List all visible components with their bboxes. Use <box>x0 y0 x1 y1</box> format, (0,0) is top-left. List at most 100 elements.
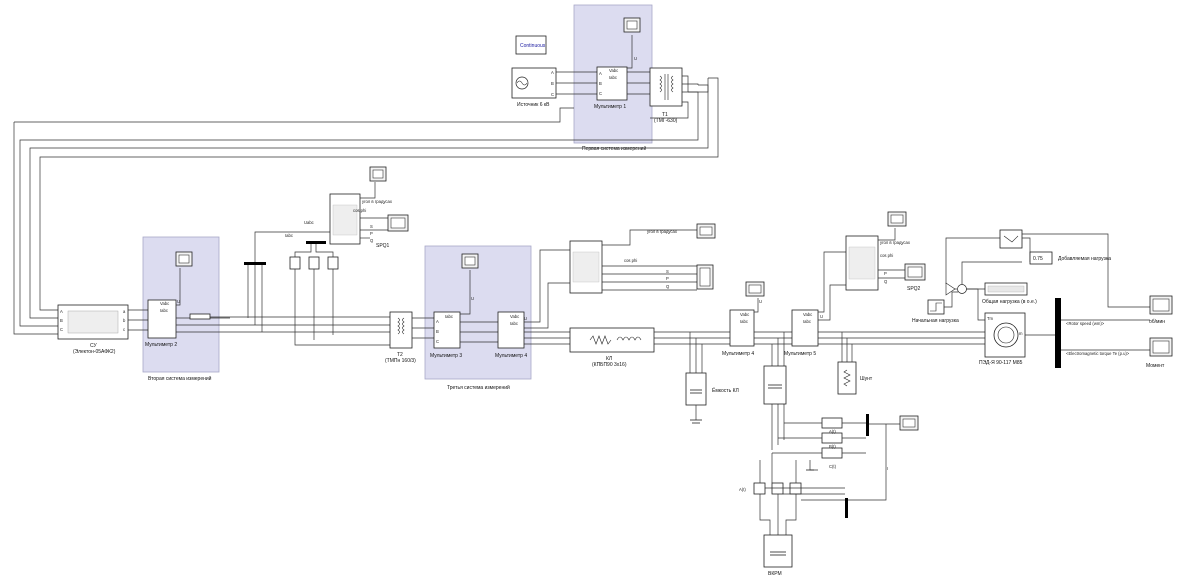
multimeter-4-left-block[interactable]: Vabc Iabc Мультиметр 4 <box>495 311 527 359</box>
mux-bar-currents <box>866 414 869 436</box>
second-measurement-label: Вторая система измерений <box>148 375 212 382</box>
voltage-sensor-3[interactable] <box>327 256 339 270</box>
multimeter-1-label: Мультиметр 1 <box>594 104 626 110</box>
voltage-sensor-vkrm-3[interactable] <box>789 482 802 495</box>
svg-text:Uabc: Uabc <box>304 220 314 225</box>
svg-text:B: B <box>60 318 63 323</box>
gain-block[interactable] <box>945 282 956 296</box>
shunt-block[interactable]: Шунт <box>837 361 873 395</box>
scope-spq2-top[interactable] <box>887 211 907 227</box>
svg-text:C: C <box>60 327 63 332</box>
t2-type: (ТМПн 160/3) <box>385 358 416 364</box>
svg-text:b: b <box>123 318 126 323</box>
transformer-t1-block[interactable]: T1 (ТМГ-630) <box>649 67 683 124</box>
scope-rotor-speed[interactable] <box>1149 295 1173 315</box>
source-label: Источник 6 кВ <box>517 102 550 108</box>
svg-text:Vabc: Vabc <box>803 312 812 317</box>
voltage-sensor-1[interactable] <box>289 256 301 270</box>
multimeter-4-label: Мультиметр 4 <box>722 351 754 357</box>
multimeter-4-left-label: Мультиметр 4 <box>495 353 527 359</box>
svg-text:c: c <box>123 327 125 332</box>
vkrm-capacitor-top[interactable] <box>763 365 787 405</box>
cable-line-kl-block[interactable]: КЛ (КПБП90 3х16) <box>569 327 655 368</box>
motor-pedya-block[interactable]: Tm m ПЭД-Я 90-117 М85 <box>979 312 1026 366</box>
sum-block[interactable] <box>957 284 967 294</box>
svg-text:Tm: Tm <box>987 316 994 321</box>
multimeter-1-block[interactable]: Vabc Iabc A B C Мультиметр 1 <box>594 66 628 110</box>
demux-bar-2 <box>306 241 326 244</box>
scope-multimeter-4[interactable] <box>745 281 765 297</box>
scope-spq2[interactable] <box>904 263 926 281</box>
capacitance-kl-block[interactable]: Ёмкость КЛ <box>685 372 739 406</box>
scope-spq1[interactable] <box>387 214 409 232</box>
multimeter-5-block[interactable]: Vabc Iabc Мультиметр 5 <box>784 309 819 357</box>
multimeter-2-label: Мультиметр 2 <box>145 342 177 348</box>
svg-text:C: C <box>551 92 554 97</box>
multimeter-2-block[interactable]: Vabc Iabc Мультиметр 2 <box>145 299 177 348</box>
svg-text:Vabc: Vabc <box>609 68 618 73</box>
scope-multimeter-1[interactable] <box>623 17 641 33</box>
t1-name: T1 <box>662 112 668 118</box>
svg-text:A: A <box>599 71 602 76</box>
total-load-display[interactable]: Общая нагрузка (в о.е.) <box>982 282 1037 305</box>
svg-text:угол в градусах: угол в градусах <box>880 240 911 245</box>
added-load-constant[interactable]: 0.75 <box>1029 251 1053 265</box>
svg-text:U: U <box>524 316 527 321</box>
shunt-label: Шунт <box>860 376 873 382</box>
svg-text:C: C <box>436 339 439 344</box>
source-6kv-block[interactable]: A B C Источник 6 кВ <box>511 67 557 108</box>
spq-middle-block[interactable] <box>569 240 603 294</box>
scope-spq1-top[interactable] <box>369 166 387 182</box>
scope-multimeter-2[interactable] <box>175 251 193 267</box>
spq1-label: SPQ1 <box>376 243 390 249</box>
svg-text:<Rotor speed (wm)>: <Rotor speed (wm)> <box>1066 321 1105 326</box>
svg-text:Iabc: Iabc <box>285 233 293 238</box>
bus-selector[interactable] <box>1055 298 1061 368</box>
scope-third-area[interactable] <box>461 253 479 269</box>
svg-text:cos phi: cos phi <box>880 253 893 258</box>
multimeter-3-label: Мультиметр 3 <box>430 353 462 359</box>
first-measurement-label: Первая система измерений <box>582 145 646 152</box>
svg-text:<Electromagnetic torque Te (p.: <Electromagnetic torque Te (p.u)> <box>1066 351 1130 356</box>
su-name: СУ <box>90 343 97 349</box>
transformer-t2-block[interactable]: T2 (ТМПн 160/3) <box>385 311 416 364</box>
t2-name: T2 <box>397 352 403 358</box>
current-measure-c[interactable] <box>821 447 843 459</box>
voltage-sensor-vkrm-2[interactable] <box>771 482 784 495</box>
svg-text:Iabc: Iabc <box>445 314 453 319</box>
control-station-su-block[interactable]: A B C a b c СУ (Электон-05АФК2) <box>57 304 129 355</box>
added-load-label: Добавляемая нагрузка <box>1058 256 1111 262</box>
svg-text:Iabc: Iabc <box>609 75 617 80</box>
scope-spq-middle-top[interactable] <box>696 223 716 239</box>
motor-label: ПЭД-Я 90-117 М85 <box>979 360 1023 366</box>
svg-text:угол в градусах: угол в градусах <box>362 199 393 204</box>
kl-type: (КПБП90 3х16) <box>592 362 627 368</box>
spq2-block[interactable]: SPQ2 <box>845 235 921 292</box>
svg-text:U: U <box>634 56 637 61</box>
rpm-label: об/мин <box>1149 319 1165 325</box>
svg-text:Iabc: Iabc <box>740 319 748 324</box>
spq1-block[interactable]: SPQ1 <box>329 193 390 249</box>
voltage-sensor-2[interactable] <box>308 256 320 270</box>
voltage-sensor-vkrm-1[interactable] <box>753 482 766 495</box>
multimeter-4-block[interactable]: Vabc Iabc Мультиметр 4 <box>722 309 755 357</box>
current-measure-b[interactable] <box>821 432 843 444</box>
current-measure-a[interactable] <box>821 417 843 429</box>
svg-text:Iabc: Iabc <box>510 321 518 326</box>
powergui-continuous-block[interactable]: Continuous <box>515 35 547 55</box>
scope-spq-middle[interactable] <box>696 264 714 290</box>
multimeter-3-block[interactable]: Iabc A B C Мультиметр 3 <box>430 311 462 359</box>
svg-text:A: A <box>60 309 63 314</box>
total-load-label: Общая нагрузка (в о.е.) <box>982 299 1037 305</box>
manual-switch-block[interactable] <box>999 229 1023 249</box>
svg-text:S: S <box>370 224 373 229</box>
scope-torque[interactable] <box>1149 337 1173 357</box>
svg-text:Iabc: Iabc <box>803 319 811 324</box>
vkrm-block[interactable]: ВКРМ <box>763 534 793 577</box>
svg-text:Q: Q <box>370 238 374 243</box>
demux-bar-1 <box>244 262 266 265</box>
svg-text:B: B <box>551 81 554 86</box>
scope-vkrm-current[interactable] <box>899 415 919 431</box>
current-measurement-block[interactable] <box>189 313 211 320</box>
